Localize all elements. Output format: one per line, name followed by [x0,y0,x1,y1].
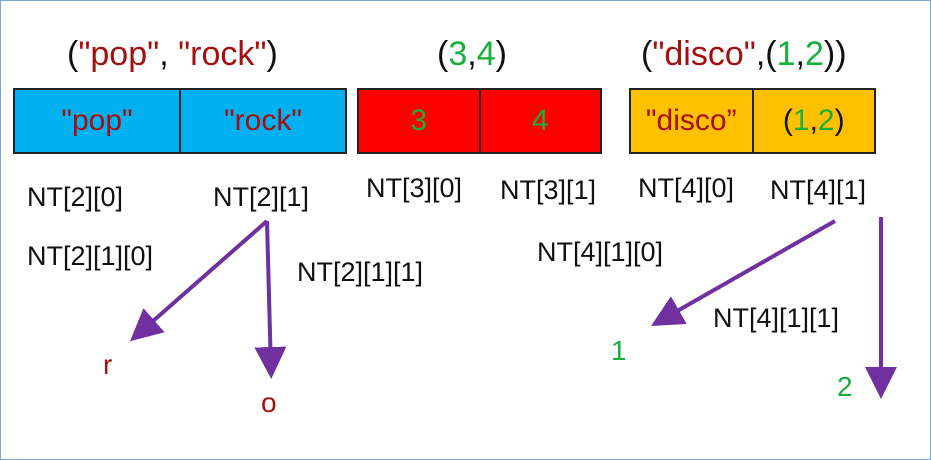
arrow-to-o [254,220,287,379]
cell-3: 3 [410,104,428,137]
leaf-r: r [103,349,113,380]
label-nt-2-1-0: NT[2][1][0] [27,241,154,271]
leaf-o: o [261,387,277,418]
leaf-1: 1 [611,335,627,366]
cell-2: 2 [817,104,835,137]
paren-open: ( [437,35,449,73]
title-disco-str: "disco" [652,35,756,73]
label-nt-3-1: NT[3][1] [500,175,597,205]
title-1: 1 [776,35,796,73]
paren-open: ( [782,104,793,137]
cell-sep: , [809,104,818,137]
cell-pop: "pop" [61,104,133,137]
label-nt-2-1-1: NT[2][1][1] [297,257,424,287]
title-sep: , [467,35,477,73]
cell-1: 1 [792,104,810,137]
title-sep: ,( [755,35,777,73]
title-4: 4 [476,35,496,73]
label-nt-2-1: NT[2][1] [213,182,310,212]
label-nt-2-0: NT[2][0] [27,182,124,212]
leaf-2: 2 [837,371,853,402]
label-nt-4-1: NT[4][1] [770,175,867,205]
label-nt-4-1-1: NT[4][1][1] [713,303,840,333]
label-nt-4-1-0: NT[4][1][0] [537,237,664,267]
tuple-box-disco: "disco” (1,2) [629,88,876,154]
title-pop: "pop" [78,35,160,73]
paren-close: ) [266,35,278,73]
cell-1-2: (1,2) [751,90,875,152]
paren-close: )) [823,35,847,73]
label-nt-4-0: NT[4][0] [638,173,735,203]
title-rock: "rock" [178,35,267,73]
paren-open: ( [67,35,79,73]
paren-open: ( [641,35,653,73]
title-2: 2 [805,35,824,73]
title-pop-rock: ("pop", "rock") [67,37,278,71]
arrow-to-1 [651,219,836,326]
title-disco: ("disco",(1,2)) [641,37,847,71]
title-sep: , [795,35,805,73]
title-3: 3 [448,35,468,73]
tuple-box-pop-rock: "pop" "rock" [13,88,347,154]
label-nt-3-0: NT[3][0] [366,173,463,203]
title-3-4: (3,4) [437,37,507,71]
paren-close: ) [834,104,845,137]
cell-rock: "rock" [179,90,345,152]
title-sep: , [159,35,179,73]
cell-4: 4 [478,90,601,152]
cell-disco: "disco” [645,104,737,137]
arrow-to-r [129,219,269,342]
paren-close: ) [495,35,507,73]
tuple-box-3-4: 3 4 [357,88,602,154]
